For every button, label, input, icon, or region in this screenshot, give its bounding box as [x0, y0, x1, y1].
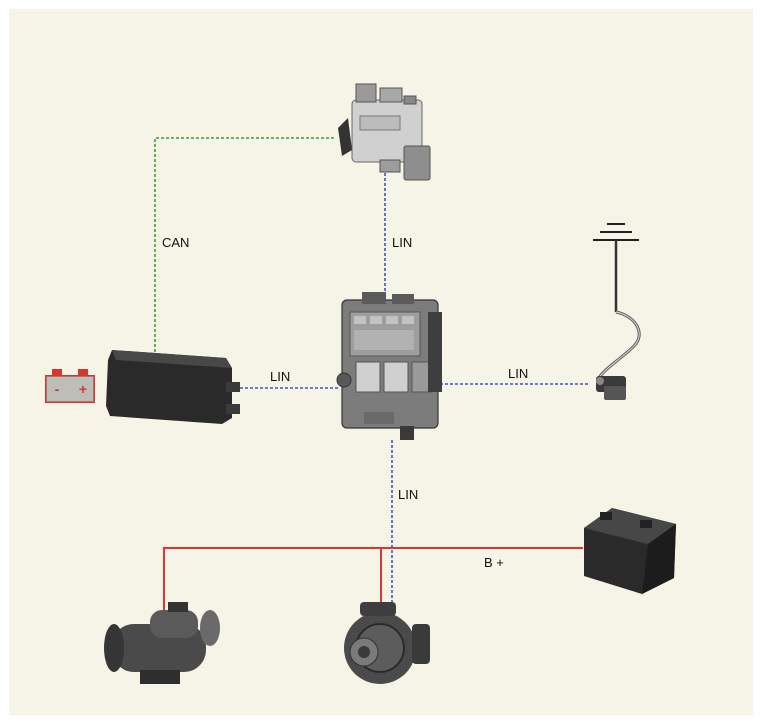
top-control-module — [338, 83, 431, 181]
battery-sensor — [596, 310, 641, 400]
can-label: CAN — [162, 235, 189, 250]
lin-label-top: LIN — [392, 235, 412, 250]
central-junction-box — [336, 292, 442, 440]
car-battery — [584, 508, 676, 594]
can-line — [154, 137, 335, 352]
alternator — [344, 602, 430, 684]
ground-symbol — [593, 223, 639, 312]
battery-warning-icon: - + — [45, 369, 95, 403]
lin-label-right: LIN — [508, 366, 528, 381]
lin-label-bottom: LIN — [398, 487, 418, 502]
starter-motor — [104, 602, 220, 684]
left-control-module — [106, 350, 240, 424]
power-line — [163, 547, 583, 620]
battery-plus-symbol: + — [79, 381, 87, 397]
lin-label-left: LIN — [270, 369, 290, 384]
battery-minus-symbol: - — [55, 381, 60, 397]
b-plus-label: B + — [484, 555, 504, 570]
